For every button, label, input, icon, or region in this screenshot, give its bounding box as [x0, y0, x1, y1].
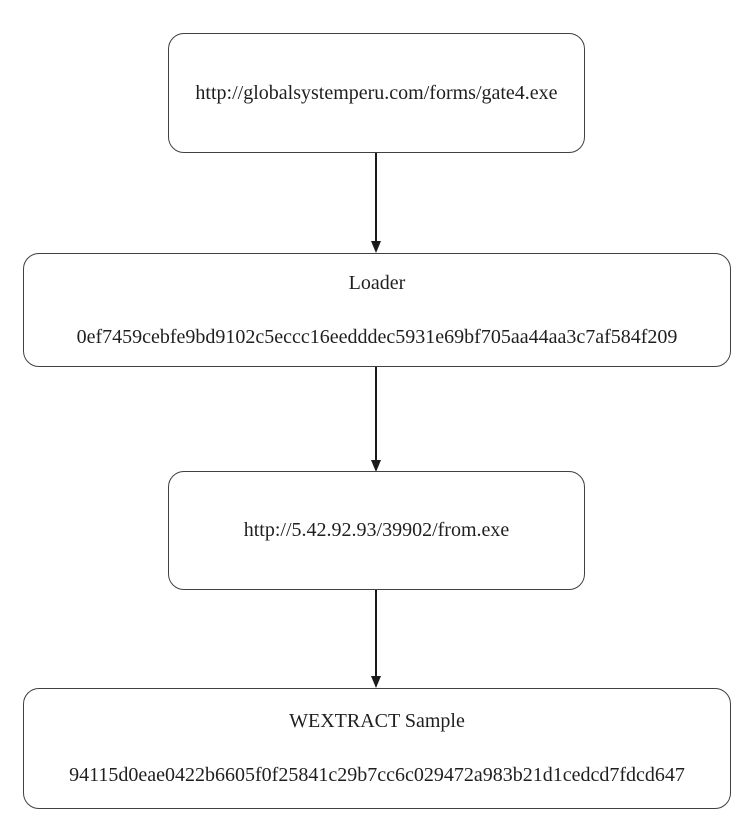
arrow-head-icon: [371, 676, 381, 688]
node-loader: Loader 0ef7459cebfe9bd9102c5eccc16eeddde…: [23, 253, 731, 367]
node-url-from-label: http://5.42.92.93/39902/from.exe: [243, 519, 510, 541]
node-url-gate4: http://globalsystemperu.com/forms/gate4.…: [168, 33, 585, 153]
node-url-from: http://5.42.92.93/39902/from.exe: [168, 471, 585, 590]
arrow-line: [375, 153, 377, 241]
node-loader-title: Loader: [348, 271, 406, 294]
node-url-gate4-label: http://globalsystemperu.com/forms/gate4.…: [195, 81, 558, 104]
arrow-line: [375, 590, 377, 676]
node-loader-hash: 0ef7459cebfe9bd9102c5eccc16eedddec5931e6…: [76, 325, 678, 348]
arrow-loader-to-url-from: [370, 367, 382, 472]
node-wextract-hash: 94115d0eae0422b6605f0f25841c29b7cc6c0294…: [69, 764, 685, 786]
arrow-head-icon: [371, 241, 381, 253]
node-wextract: WEXTRACT Sample 94115d0eae0422b6605f0f25…: [23, 688, 731, 809]
arrow-head-icon: [371, 460, 381, 472]
arrow-url-gate4-to-loader: [370, 153, 382, 253]
arrow-line: [375, 367, 377, 460]
arrow-url-from-to-wextract: [370, 590, 382, 688]
node-wextract-title: WEXTRACT Sample: [289, 710, 465, 732]
